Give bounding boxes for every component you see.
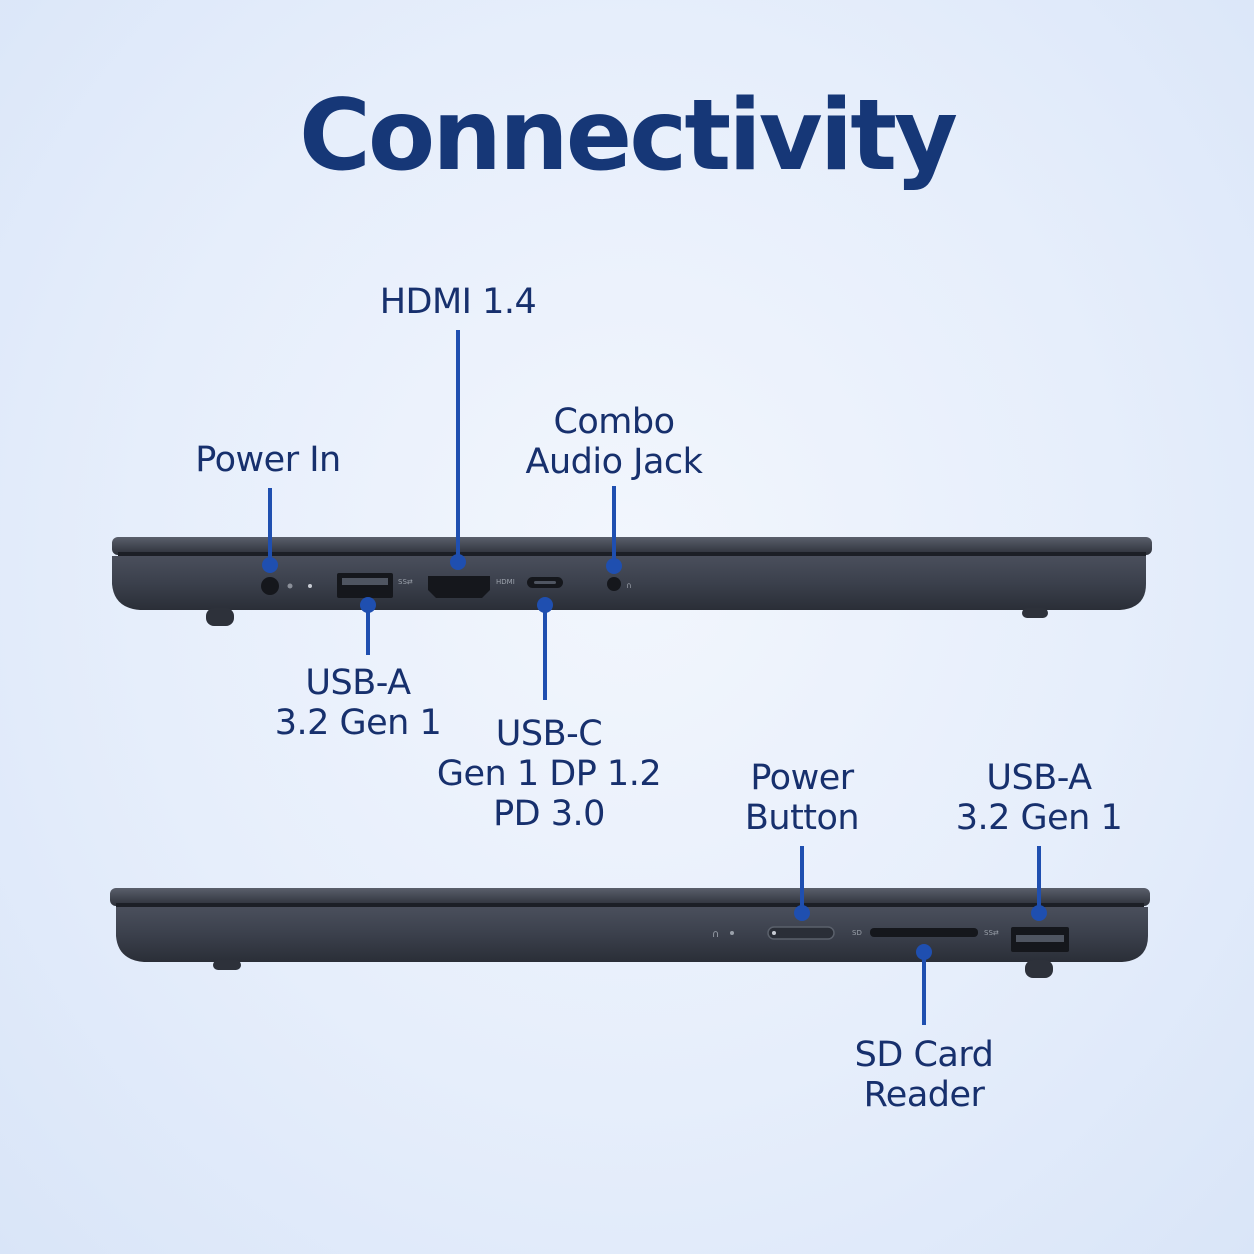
laptop-base bbox=[116, 907, 1148, 962]
sd-symbol-icon: SD bbox=[852, 929, 862, 937]
marker-hdmi bbox=[450, 554, 466, 570]
marker-usb-c bbox=[537, 597, 553, 613]
power-in-port bbox=[261, 577, 279, 595]
laptop-left-side: SS⇄ HDMI ∩ bbox=[112, 537, 1152, 626]
rubber-foot bbox=[1022, 608, 1048, 618]
power-led-icon bbox=[287, 583, 293, 589]
lid-seam bbox=[118, 552, 1146, 556]
lid-seam bbox=[116, 903, 1144, 907]
label-hdmi: HDMI 1.4 bbox=[379, 282, 537, 322]
power-button-led-icon bbox=[772, 931, 776, 935]
marker-usb-a-right bbox=[1031, 905, 1047, 921]
label-usb-a-right: USB-A 3.2 Gen 1 bbox=[955, 758, 1123, 838]
headset-icon: ∩ bbox=[626, 581, 632, 590]
marker-sd-card bbox=[916, 944, 932, 960]
laptop-right-side: ∩ SD SS⇄ bbox=[110, 888, 1150, 978]
label-sd-card-reader: SD Card Reader bbox=[854, 1035, 994, 1115]
charge-led-icon bbox=[308, 584, 312, 588]
sd-card-slot bbox=[870, 928, 978, 937]
label-usb-c: USB-C Gen 1 DP 1.2 PD 3.0 bbox=[436, 714, 662, 834]
page-title: Connectivity bbox=[299, 79, 958, 193]
hdmi-symbol-icon: HDMI bbox=[496, 578, 515, 586]
usb-symbol-icon: SS⇄ bbox=[984, 929, 999, 937]
power-button-slot bbox=[767, 926, 835, 940]
rubber-foot bbox=[1025, 960, 1053, 978]
label-combo-audio-jack: Combo Audio Jack bbox=[525, 402, 703, 482]
usb-a-port-left bbox=[337, 573, 393, 598]
marker-power-in bbox=[262, 557, 278, 573]
usb-symbol-icon: SS⇄ bbox=[398, 578, 413, 586]
marker-power-button bbox=[794, 905, 810, 921]
hdmi-port bbox=[428, 576, 490, 598]
laptop-lid bbox=[110, 888, 1150, 906]
rubber-foot bbox=[206, 608, 234, 626]
status-led-icon bbox=[730, 931, 734, 935]
label-power-in: Power In bbox=[195, 440, 341, 480]
marker-combo-audio bbox=[606, 558, 622, 574]
rubber-foot bbox=[213, 960, 241, 970]
label-usb-a-left: USB-A 3.2 Gen 1 bbox=[274, 663, 442, 743]
marker-usb-a-left bbox=[360, 597, 376, 613]
laptop-lid bbox=[112, 537, 1152, 555]
headset-icon: ∩ bbox=[712, 929, 719, 940]
audio-jack-port bbox=[607, 577, 621, 591]
label-power-button: Power Button bbox=[744, 758, 860, 838]
